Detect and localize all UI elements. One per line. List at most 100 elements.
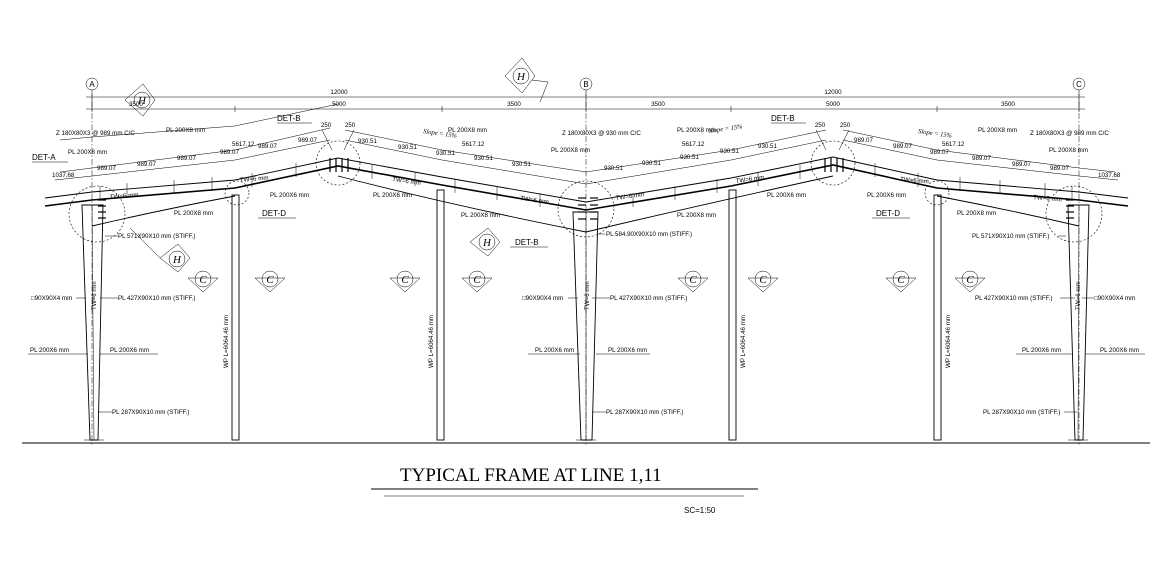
svg-text:WP L=6064.46 mm: WP L=6064.46 mm xyxy=(945,315,952,368)
svg-text:TW=6 mm: TW=6 mm xyxy=(392,176,421,187)
overall-dimension-line: 12000 12000 3500 5000 3500 3500 5000 350… xyxy=(86,89,1085,112)
svg-text:930.51: 930.51 xyxy=(474,155,493,162)
wind-columns xyxy=(231,189,942,441)
svg-text:930.51: 930.51 xyxy=(758,143,777,150)
slope-label-3: Slope = 15% xyxy=(918,128,953,140)
svg-text:989.07: 989.07 xyxy=(972,155,991,162)
section-h-marker-top-left: H xyxy=(124,83,156,117)
svg-text:PL 200X8 mm: PL 200X8 mm xyxy=(677,212,716,219)
svg-text:C: C xyxy=(689,274,697,286)
svg-text:PL 571X90X10 mm (STIFF.): PL 571X90X10 mm (STIFF.) xyxy=(118,233,195,240)
svg-text:PL 200X6 mm: PL 200X6 mm xyxy=(270,192,309,199)
drawing-scale: SC=1:50 xyxy=(684,506,716,515)
roof-rafter-top xyxy=(44,103,1129,211)
grid-bubble-c: C xyxy=(1072,77,1086,91)
svg-text:PL 200X8 mm: PL 200X8 mm xyxy=(448,127,487,134)
svg-text:C: C xyxy=(266,274,274,286)
svg-text:989.07: 989.07 xyxy=(97,165,116,172)
svg-text:□90X90X4 mm: □90X90X4 mm xyxy=(522,295,563,302)
svg-text:930.51: 930.51 xyxy=(680,154,699,161)
purlin-label-left: Z 180X80X3 @ 989 mm C/C xyxy=(56,130,135,137)
det-d-label-2: DET-D xyxy=(876,209,900,218)
svg-text:989.07: 989.07 xyxy=(854,137,873,144)
grid-bubble-a: A xyxy=(85,77,99,91)
section-c-markers: C C C C C C C xyxy=(187,270,986,293)
svg-text:989.07: 989.07 xyxy=(298,137,317,144)
ridge-plates: 250 250 250 250 xyxy=(321,122,851,151)
svg-text:C: C xyxy=(759,274,767,286)
svg-text:PL 200X8 mm: PL 200X8 mm xyxy=(461,212,500,219)
column-wp-labels: WP L=6064.46 mm WP L=6064.46 mm WP L=606… xyxy=(223,315,952,368)
svg-text:5617.12: 5617.12 xyxy=(682,141,705,148)
svg-text:C: C xyxy=(1076,80,1082,89)
svg-text:□90X90X4 mm: □90X90X4 mm xyxy=(1094,295,1135,302)
svg-text:PL 287X90X10 mm (STIFF.): PL 287X90X10 mm (STIFF.) xyxy=(112,409,189,416)
svg-text:3500: 3500 xyxy=(1001,101,1015,108)
svg-text:TW=6 mm: TW=6 mm xyxy=(240,175,269,184)
det-b-label-1: DET-B xyxy=(277,114,301,123)
det-d-label-1: DET-D xyxy=(262,209,286,218)
svg-text:TW=6 mm: TW=6 mm xyxy=(900,176,929,185)
svg-text:H: H xyxy=(482,237,492,249)
det-b-label-2: DET-B xyxy=(515,238,539,247)
svg-text:PL 287X90X10 mm (STIFF.): PL 287X90X10 mm (STIFF.) xyxy=(606,409,683,416)
svg-text:H: H xyxy=(516,71,526,83)
svg-text:PL 571X90X10 mm (STIFF.): PL 571X90X10 mm (STIFF.) xyxy=(972,233,1049,240)
svg-text:A: A xyxy=(89,80,95,89)
svg-text:989.07: 989.07 xyxy=(258,143,277,150)
roof-rafter-bottom-haunch xyxy=(91,175,1080,233)
svg-text:930.51: 930.51 xyxy=(358,138,377,145)
svg-text:PL 200X8 mm: PL 200X8 mm xyxy=(978,127,1017,134)
svg-text:PL 200X8 mm: PL 200X8 mm xyxy=(174,210,213,217)
svg-text:989.07: 989.07 xyxy=(930,149,949,156)
svg-text:PL 427X90X10 mm (STIFF.): PL 427X90X10 mm (STIFF.) xyxy=(610,295,687,302)
drawing-title-block: TYPICAL FRAME AT LINE 1,11 SC=1:50 xyxy=(371,465,758,515)
grid-bubble-b: B xyxy=(579,77,593,91)
stiffener-callouts: PL 571X90X10 mm (STIFF.) PL 584.90X90X10… xyxy=(28,231,1145,416)
rafter-dimension-chains xyxy=(54,127,1119,185)
svg-text:C: C xyxy=(473,274,481,286)
span-dim-1: 12000 xyxy=(330,89,348,96)
svg-text:250: 250 xyxy=(815,122,826,129)
section-h-marker-top-center: H xyxy=(504,57,549,103)
svg-text:WP L=6064.46 mm: WP L=6064.46 mm xyxy=(740,315,747,368)
svg-text:PL 200X8 mm: PL 200X8 mm xyxy=(677,127,716,134)
column-left-main xyxy=(81,204,104,441)
svg-text:3500: 3500 xyxy=(129,101,143,108)
det-a-label: DET-A xyxy=(32,153,56,162)
svg-text:5617.12: 5617.12 xyxy=(462,141,485,148)
svg-text:PL 584.90X90X10 mm (STIFF.): PL 584.90X90X10 mm (STIFF.) xyxy=(606,231,692,238)
svg-text:TW=6 mm: TW=6 mm xyxy=(735,174,764,185)
rafter-dimension-values: 1037.68 1037.68 989.07 989.07 989.07 989… xyxy=(52,137,1121,179)
svg-text:B: B xyxy=(583,80,588,89)
svg-text:930.51: 930.51 xyxy=(604,165,623,172)
svg-text:930.51: 930.51 xyxy=(436,150,455,157)
svg-text:TW=6 mm: TW=6 mm xyxy=(615,191,644,202)
slope-label-1: Slope = 15% xyxy=(423,128,458,140)
svg-text:5000: 5000 xyxy=(332,101,346,108)
svg-text:989.07: 989.07 xyxy=(177,155,196,162)
svg-text:PL 200X8 mm: PL 200X8 mm xyxy=(957,210,996,217)
svg-text:PL 200X6 mm: PL 200X6 mm xyxy=(30,347,69,354)
svg-text:PL 200X8 mm: PL 200X8 mm xyxy=(551,147,590,154)
svg-text:3500: 3500 xyxy=(651,101,665,108)
svg-text:TW=6 mm: TW=6 mm xyxy=(110,192,139,201)
svg-text:PL 200X8 mm: PL 200X8 mm xyxy=(1049,147,1088,154)
svg-text:PL 287X90X10 mm (STIFF.): PL 287X90X10 mm (STIFF.) xyxy=(983,409,1060,416)
svg-text:C: C xyxy=(966,274,974,286)
svg-text:PL 200X6 mm: PL 200X6 mm xyxy=(373,192,412,199)
connection-bolts xyxy=(98,158,1074,220)
section-h-marker-center: H xyxy=(469,227,501,257)
svg-text:930.51: 930.51 xyxy=(512,161,531,168)
svg-text:TW=6 mm: TW=6 mm xyxy=(91,281,98,310)
svg-text:PL 200X6 mm: PL 200X6 mm xyxy=(1022,347,1061,354)
svg-text:PL 427X90X10 mm (STIFF.): PL 427X90X10 mm (STIFF.) xyxy=(975,295,1052,302)
drawing-title: TYPICAL FRAME AT LINE 1,11 xyxy=(400,465,662,486)
svg-text:TW=6 mm: TW=6 mm xyxy=(1075,281,1082,310)
svg-text:TW=6 mm: TW=6 mm xyxy=(1033,194,1062,203)
det-b-label-3: DET-B xyxy=(771,114,795,123)
svg-text:PL 427X90X10 mm (STIFF.): PL 427X90X10 mm (STIFF.) xyxy=(118,295,195,302)
svg-text:250: 250 xyxy=(840,122,851,129)
svg-text:PL 200X6 mm: PL 200X6 mm xyxy=(608,347,647,354)
